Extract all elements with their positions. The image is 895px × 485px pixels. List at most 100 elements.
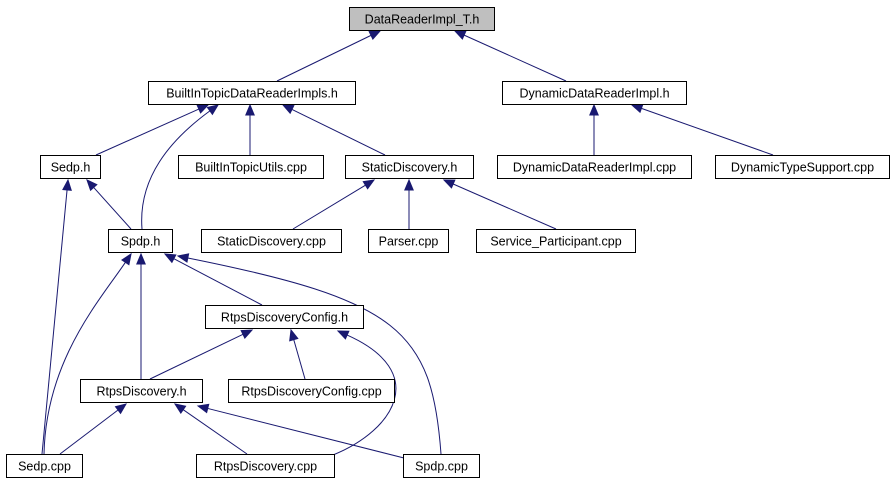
arrowhead-icon [136,252,146,265]
node-box [6,454,83,478]
node-box [497,155,692,179]
node-label: BuiltInTopicDataReaderImpls.h [166,87,338,101]
edge-sedp-cpp-to-spdp-h [43,252,132,455]
edge-spdp-h-to-sedp-h [86,179,132,230]
edge-line [292,184,366,230]
node-builtintopicdatareaderimpls-h[interactable]: BuiltInTopicDataReaderImpls.h [148,81,356,105]
arrowhead-icon [336,330,350,340]
edge-rtpsdiscoveryconfig-h-to-spdp-h [163,253,263,306]
node-box [148,81,356,105]
arrowhead-icon [362,179,376,190]
node-builtintopicutils-cpp[interactable]: BuiltInTopicUtils.cpp [178,155,324,179]
node-spdp-h[interactable]: Spdp.h [108,229,173,253]
edge-rtpsdiscovery-cpp-to-rtpsdiscovery-h [173,403,248,455]
edge-dynamicdatareaderimpl-h-to-datareaderimpl-t-h [453,30,567,82]
edge-builtintopicdatareaderimpls-h-to-datareaderimpl-t-h [276,30,382,82]
node-dynamicdatareaderimpl-cpp[interactable]: DynamicDataReaderImpl.cpp [497,155,692,179]
node-label: DynamicTypeSupport.cpp [731,161,874,175]
edge-dynamictypesupport-cpp-to-dynamicdatareaderimpl-h [630,103,774,156]
node-sedp-cpp[interactable]: Sedp.cpp [6,454,83,478]
edge-staticdiscovery-cpp-to-staticdiscovery-h [292,179,376,230]
node-box [228,379,395,403]
node-box [715,155,890,179]
node-dynamicdatareaderimpl-h[interactable]: DynamicDataReaderImpl.h [502,81,687,105]
node-label: Sedp.h [51,161,91,175]
edge-line [41,189,68,455]
nodes-layer: DataReaderImpl_T.hBuiltInTopicDataReader… [6,7,890,478]
edge-line [187,257,442,455]
node-box [201,229,342,253]
node-box [80,379,203,403]
arrowhead-icon [62,178,72,191]
edge-line [463,34,567,82]
arrowhead-icon [630,103,644,114]
edge-spdp-cpp-to-spdp-h [176,253,442,455]
node-label: Spdp.h [121,235,161,249]
node-box [178,155,324,179]
edge-rtpsdiscovery-h-to-spdp-h [136,252,146,379]
node-service-participant-cpp[interactable]: Service_Participant.cpp [476,229,636,253]
edge-line [173,258,263,306]
arrowhead-icon [442,179,456,189]
node-box [205,305,364,329]
edge-parser-cpp-to-staticdiscovery-h [404,178,414,229]
edge-line [276,34,372,82]
node-label: RtpsDiscovery.cpp [214,460,317,474]
edge-rtpsdiscoveryconfig-cpp-to-rtpsdiscoveryconfig-h [289,328,306,380]
arrowhead-icon [114,403,128,415]
node-rtpsdiscoveryconfig-h[interactable]: RtpsDiscoveryConfig.h [205,305,364,329]
edge-line [141,110,211,230]
node-label: StaticDiscovery.h [362,161,458,175]
edge-spdp-cpp-to-rtpsdiscovery-h [196,403,405,459]
arrowhead-icon [245,103,255,116]
edge-line [43,262,126,455]
edge-staticdiscovery-h-to-builtintopicdatareaderimpls-h [281,104,386,156]
node-label: DataReaderImpl_T.h [365,13,480,27]
node-parser-cpp[interactable]: Parser.cpp [368,229,449,253]
arrowhead-icon [404,178,414,191]
node-staticdiscovery-h[interactable]: StaticDiscovery.h [345,155,474,179]
node-label: Service_Participant.cpp [490,235,621,249]
arrowhead-icon [368,30,382,41]
edge-line [149,333,244,380]
edge-sedp-h-to-builtintopicdatareaderimpls-h [95,104,210,156]
node-label: Sedp.cpp [18,460,71,474]
edge-rtpsdiscovery-h-to-rtpsdiscoveryconfig-h [149,329,254,380]
node-sedp-h[interactable]: Sedp.h [40,155,101,179]
node-label: DynamicDataReaderImpl.h [519,87,669,101]
edge-sedp-cpp-to-rtpsdiscovery-h [59,403,128,455]
node-label: RtpsDiscovery.h [96,385,186,399]
edge-line [59,409,119,455]
edge-line [293,339,306,380]
edge-line [452,183,557,230]
node-rtpsdiscovery-h[interactable]: RtpsDiscovery.h [80,379,203,403]
edge-builtintopicutils-cpp-to-builtintopicdatareaderimpls-h [245,103,255,155]
arrowhead-icon [206,104,220,116]
edge-line [291,108,386,156]
node-label: Parser.cpp [379,235,439,249]
node-staticdiscovery-cpp[interactable]: StaticDiscovery.cpp [201,229,342,253]
node-label: DynamicDataReaderImpl.cpp [513,161,676,175]
arrowhead-icon [240,329,254,340]
node-box [476,229,636,253]
edge-sedp-cpp-to-sedp-h [41,178,72,455]
arrowhead-icon [453,30,467,40]
node-dynamictypesupport-cpp[interactable]: DynamicTypeSupport.cpp [715,155,890,179]
node-box [368,229,449,253]
edge-line [95,108,200,156]
edge-spdp-h-to-builtintopicdatareaderimpls-h [141,104,220,230]
node-rtpsdiscovery-cpp[interactable]: RtpsDiscovery.cpp [196,454,335,478]
node-label: RtpsDiscoveryConfig.h [221,311,348,325]
node-label: Spdp.cpp [415,460,468,474]
node-datareaderimpl-t-h[interactable]: DataReaderImpl_T.h [349,7,495,31]
node-label: StaticDiscovery.cpp [217,235,326,249]
node-spdp-cpp[interactable]: Spdp.cpp [403,454,480,478]
arrowhead-icon [589,103,599,116]
node-rtpsdiscoveryconfig-cpp[interactable]: RtpsDiscoveryConfig.cpp [228,379,395,403]
node-box [108,229,173,253]
arrowhead-icon [163,253,177,264]
arrowhead-icon [289,328,299,342]
arrowhead-icon [176,253,190,263]
arrowhead-icon [196,104,210,114]
